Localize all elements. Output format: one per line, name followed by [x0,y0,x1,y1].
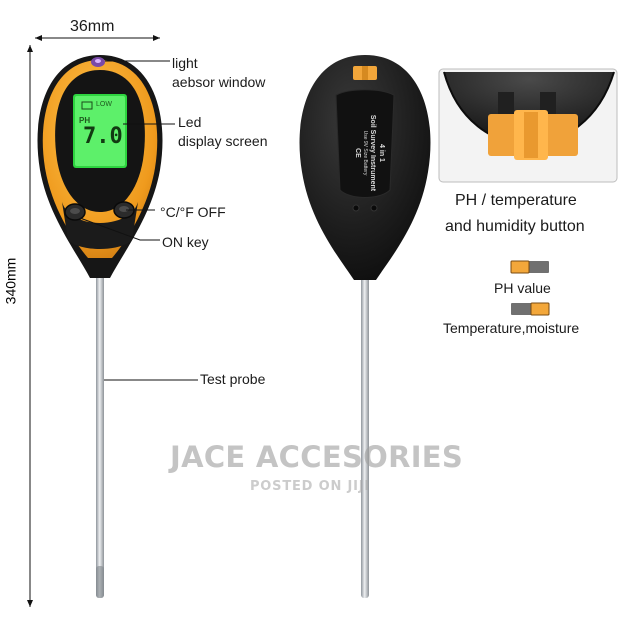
back-device-body [299,55,431,280]
width-label: 36mm [70,18,115,35]
legend-label-ph: PH value [494,280,551,296]
callout-light-window-line2: aebsor window [172,74,266,90]
back-label-line3: Use 9V Size Battery [362,130,368,176]
back-label-line2: Soil Survey Instrument [369,114,376,192]
callout-light-window-line1: light [172,55,198,71]
lcd-status-text: LOW [96,101,112,108]
inset-switch[interactable] [488,110,578,160]
lcd-screen [73,94,127,168]
inset-caption-line2: and humidity button [445,218,585,235]
height-dimension-line [27,45,33,607]
lcd-mode-text: PH [79,116,91,125]
switch-icon-temperature [511,302,550,316]
switch-icon-ph [510,260,549,274]
back-label-line1: 4 in 1 [378,144,385,162]
legend-label-temperature: Temperature,moisture [443,320,580,336]
callout-test-probe: Test probe [200,371,266,387]
watermark-subtitle: POSTED ON JIJI [249,479,370,494]
watermark-title: JACE ACCESORIES [170,440,464,474]
callout-temp-off: °C/°F OFF [160,204,226,220]
front-probe [96,272,104,598]
callout-led-line1: Led [178,114,202,130]
width-dimension-line [35,35,160,41]
height-label: 340mm [2,257,19,305]
lcd-reading: 7.0 [83,124,123,149]
ce-mark: CE [354,148,361,158]
back-probe [361,272,369,598]
callout-led-line2: display screen [178,133,268,149]
on-key-button[interactable] [64,203,86,221]
callout-on-key: ON key [162,234,209,250]
callout-leaders [79,60,198,381]
inset-caption-line1: PH / temperature [455,192,577,209]
back-label: 4 in 1 Soil Survey Instrument Use 9V Siz… [346,105,386,201]
